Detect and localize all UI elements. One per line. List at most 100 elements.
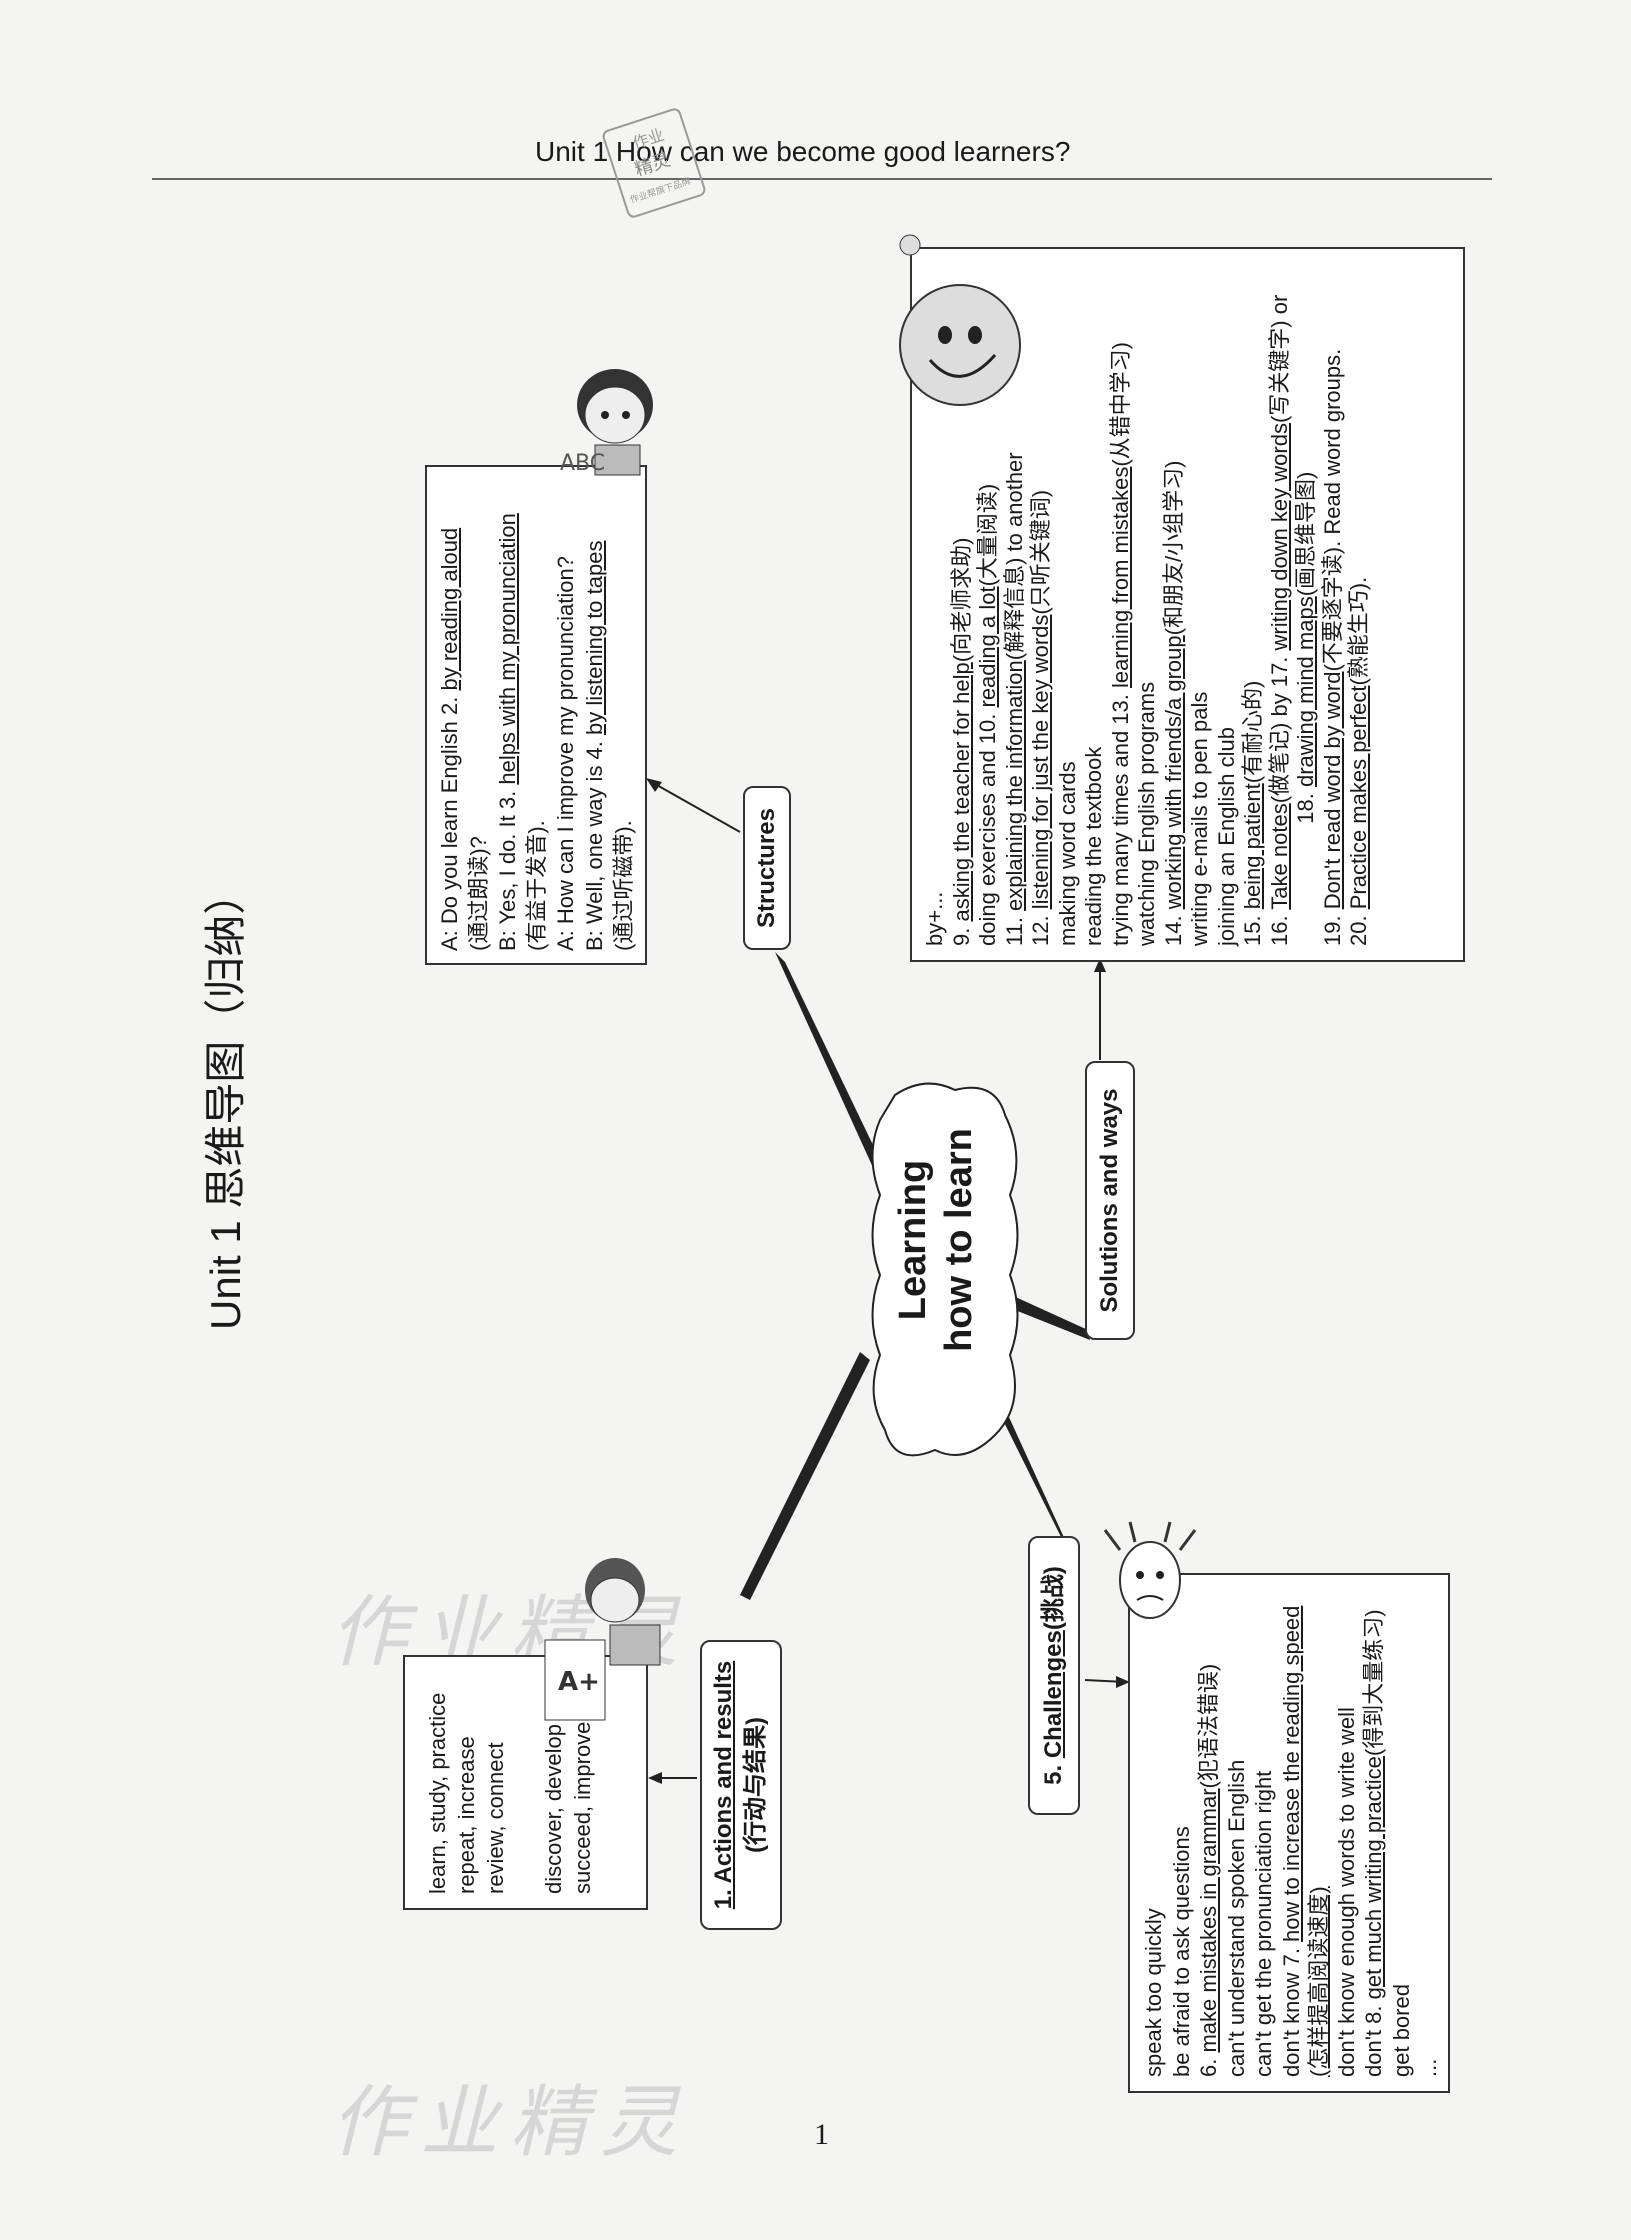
challenges-line: (怎样提高阅读速度) bbox=[1305, 1589, 1333, 2077]
structures-line: B: Yes, I do. It 3. helps with my pronun… bbox=[493, 479, 522, 951]
actions-line bbox=[510, 1671, 539, 1894]
structures-line: (有益于发音). bbox=[522, 479, 551, 951]
challenges-line-segment: don't know 7. bbox=[1278, 1941, 1304, 2077]
solutions-line-segment: joining an English club bbox=[1213, 727, 1239, 946]
solutions-line-segment: asking the teacher for help bbox=[948, 662, 974, 922]
solutions-line-segment: Practice makes perfect bbox=[1346, 685, 1371, 910]
solutions-line: 19. Don't read word by word(不要逐字读). Read… bbox=[1320, 263, 1347, 946]
branch-actions bbox=[740, 1352, 870, 1600]
challenges-line-segment: ... bbox=[1416, 2058, 1441, 2077]
structures-tag: Structures bbox=[743, 786, 791, 950]
challenges-line-segment: don't 8. bbox=[1361, 1999, 1386, 2077]
solutions-line-segment: listening for just the key words bbox=[1028, 614, 1053, 910]
solutions-line-segment: (向老师求助) bbox=[948, 537, 974, 663]
structures-line-segment: A: Do you learn English 2. bbox=[437, 690, 462, 951]
structures-line: A: How can I improve my pronunciation? bbox=[551, 479, 580, 951]
svg-text:ABC: ABC bbox=[560, 451, 605, 476]
solutions-line-segment: Don't read word by word bbox=[1319, 671, 1345, 910]
solutions-line: making word cards bbox=[1055, 263, 1082, 946]
structures-line-segment: B: Yes, I do. It 3. bbox=[495, 784, 520, 951]
solutions-line-segment: 15. bbox=[1240, 909, 1265, 946]
solutions-line-segment: (做笔记) by 17. bbox=[1266, 650, 1292, 804]
solutions-line-segment: 19. bbox=[1319, 909, 1345, 946]
branch-challenges bbox=[985, 1380, 1072, 1555]
challenges-line: don't 8. get much writing practice(得到大量练… bbox=[1360, 1589, 1388, 2077]
solutions-line-segment: 11. bbox=[1001, 910, 1027, 946]
solutions-line-segment: 20. bbox=[1346, 909, 1371, 946]
structures-line-segment: (有益于发音). bbox=[524, 820, 549, 951]
header-rule bbox=[152, 178, 1492, 180]
challenges-line: ... bbox=[1415, 1589, 1443, 2077]
challenges-tag: 5. Challenges(挑战) bbox=[1028, 1536, 1080, 1815]
solutions-line: 15. being patient(有耐心的) bbox=[1240, 263, 1267, 946]
solutions-line: trying many times and 13. learning from … bbox=[1108, 263, 1135, 946]
structures-box: A: Do you learn English 2. by reading al… bbox=[425, 465, 647, 965]
solutions-line-segment: (只听关键词) bbox=[1028, 489, 1053, 615]
solutions-line: 20. Practice makes perfect(熟能生巧). bbox=[1346, 263, 1373, 946]
challenges-line: get bored bbox=[1388, 1589, 1416, 2077]
challenges-line: can't get the pronunciation right bbox=[1250, 1589, 1278, 2077]
challenges-line-segment: can't understand spoken English bbox=[1223, 1759, 1249, 2077]
center-cloud bbox=[871, 1082, 1019, 1457]
branch-structures bbox=[775, 952, 885, 1172]
challenges-line-segment: get much writing practice bbox=[1361, 1756, 1386, 2000]
solutions-line-segment: explaining the information bbox=[1001, 660, 1027, 911]
solutions-line-segment: (不要逐字读). Read word groups. bbox=[1319, 348, 1345, 672]
challenges-tag-word: Challenges bbox=[1040, 1630, 1067, 1759]
watermark-bottom: 作业精灵 bbox=[330, 2078, 691, 2168]
solutions-line-segment: being patient bbox=[1240, 783, 1265, 910]
challenges-line-segment: don't know enough words to write well bbox=[1333, 1707, 1359, 2077]
solutions-tag: Solutions and ways bbox=[1085, 1061, 1135, 1340]
solutions-line-segment: writing down key words bbox=[1266, 423, 1292, 651]
challenges-line-segment: speak too quickly bbox=[1141, 1908, 1166, 2077]
boy-with-aplus-card-illustration: A+ bbox=[544, 1558, 661, 1721]
challenges-tag-cn: (挑战) bbox=[1040, 1566, 1067, 1631]
center-line-2: how to learn bbox=[938, 1128, 980, 1352]
solutions-line-segment: doing exercises and 10. bbox=[975, 707, 1000, 946]
solutions-line-segment: (和朋友/小组学习) bbox=[1160, 460, 1186, 636]
zuoye-stamp-logo: 作业 精灵 作业帮旗下品牌 bbox=[602, 108, 706, 218]
challenges-line: can't understand spoken English bbox=[1223, 1589, 1251, 2077]
solutions-line-segment: Take notes bbox=[1266, 803, 1292, 910]
solutions-line: writing e-mails to pen pals bbox=[1187, 263, 1214, 946]
center-node: Learning how to learn bbox=[890, 1095, 982, 1385]
puzzled-person-illustration bbox=[1103, 1521, 1197, 1619]
actions-tag-line-2: (行动与结果) bbox=[742, 1717, 769, 1853]
svg-text:A+: A+ bbox=[558, 1667, 600, 1697]
structures-line-segment: A: How can I improve my pronunciation? bbox=[553, 556, 578, 951]
branch-solutions bbox=[1000, 1290, 1090, 1340]
actions-line: learn, study, practice bbox=[425, 1692, 450, 1894]
solutions-line-segment: 16. bbox=[1266, 909, 1292, 946]
page-title: Unit 1 思维导图（归纳） bbox=[202, 872, 249, 1330]
actions-tag-line-1: 1. Actions and results bbox=[710, 1660, 737, 1910]
solutions-line-segment: (大量阅读) bbox=[975, 483, 1000, 587]
page-number: 1 bbox=[814, 2118, 829, 2151]
solutions-line-segment: writing e-mails to pen pals bbox=[1187, 691, 1212, 946]
solutions-line: watching English programs bbox=[1134, 263, 1161, 946]
actions-line: repeat, increase bbox=[454, 1736, 479, 1894]
solutions-line-segment: trying many times and 13. bbox=[1107, 687, 1133, 946]
structures-line-segment: (通过听磁带). bbox=[611, 820, 636, 951]
solutions-line-segment: by+... bbox=[922, 891, 947, 946]
challenges-line-segment: can't get the pronunciation right bbox=[1251, 1770, 1276, 2077]
solutions-line-segment: drawing mind maps bbox=[1293, 596, 1318, 788]
solutions-line-segment: making word cards bbox=[1054, 761, 1080, 946]
structures-line-segment: (通过朗读)? bbox=[466, 836, 491, 951]
structures-lines: A: Do you learn English 2. by reading al… bbox=[435, 479, 638, 951]
solutions-line: 16. Take notes(做笔记) by 17. writing down … bbox=[1267, 263, 1294, 946]
actions-tag: 1. Actions and results (行动与结果) bbox=[700, 1640, 782, 1930]
solutions-line: 14. working with friends/a group(和朋友/小组学… bbox=[1161, 263, 1188, 946]
challenges-line-segment: (得到大量练习) bbox=[1361, 1609, 1386, 1757]
structures-line-segment: by listening to tapes bbox=[582, 540, 607, 735]
solutions-line: reading the textbook bbox=[1081, 263, 1108, 946]
solutions-line-segment: working with friends/a group bbox=[1160, 635, 1186, 910]
solutions-line-segment: (写关键字) or bbox=[1266, 294, 1292, 424]
solutions-line-segment: 12. bbox=[1028, 909, 1053, 946]
challenges-line-segment: get bored bbox=[1388, 1984, 1414, 2077]
solutions-line-segment: watching English programs bbox=[1134, 681, 1159, 946]
solutions-line: joining an English club bbox=[1214, 263, 1241, 946]
solutions-line-segment: (从错中学习) bbox=[1107, 342, 1133, 467]
solutions-line-segment: (熟能生巧). bbox=[1346, 576, 1371, 686]
